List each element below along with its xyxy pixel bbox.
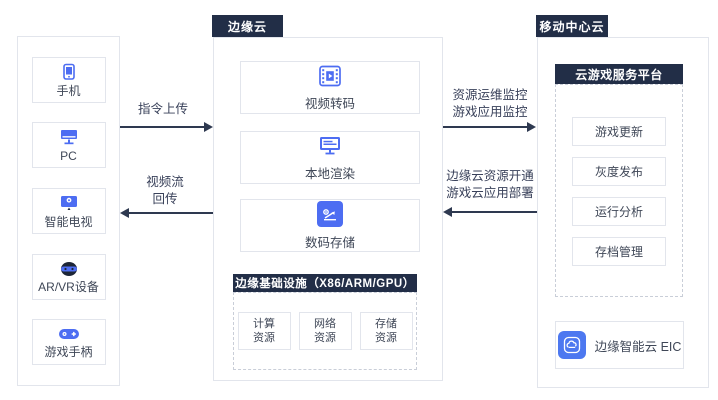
- resource-label-line1: 计算: [253, 318, 275, 330]
- cloud-game-platform-bar: 云游戏服务平台: [555, 64, 683, 84]
- platform-card-label: 运行分析: [594, 205, 643, 219]
- arrow-label-provisioning: 边缘云资源开通 游戏云应用部署: [437, 168, 543, 202]
- service-label: 本地渲染: [304, 166, 355, 181]
- device-card-gamepad: 游戏手柄: [31, 319, 106, 366]
- platform-card-label: 游戏更新: [594, 125, 643, 139]
- cloud-game-platform-container: 游戏更新 灰度发布 运行分析 存档管理: [555, 84, 683, 297]
- service-card-local-render: 本地渲染: [240, 131, 420, 184]
- arrow-label-line2: 游戏应用监控: [452, 105, 528, 119]
- resource-label-line2: 资源: [253, 332, 275, 344]
- central-cloud-panel: 云游戏服务平台 游戏更新 灰度发布 运行分析 存档管理 边缘智能云 EIC: [537, 37, 709, 388]
- arrow-label-monitoring: 资源运维监控 游戏应用监控: [437, 87, 543, 121]
- device-card-smart-tv: 智能电视: [31, 187, 106, 234]
- local-render-icon: [317, 134, 343, 158]
- platform-card-archive-management: 存档管理: [572, 237, 666, 266]
- resource-card-network: 网络 资源: [298, 312, 352, 350]
- digital-storage-icon: [317, 200, 343, 227]
- service-card-video-transcode: 视频转码: [240, 61, 420, 114]
- phone-icon: [59, 62, 79, 82]
- resource-card-storage: 存储 资源: [359, 312, 413, 350]
- arrow-label-line2: 回传: [152, 192, 178, 206]
- arrow-label-command-upload: 指令上传: [137, 102, 188, 116]
- central-cloud-title-badge: 移动中心云: [536, 15, 608, 37]
- devices-panel: 手机 PC 智能电视 AR/VR设备 游戏手柄: [17, 36, 120, 386]
- device-label: AR/VR设备: [38, 279, 99, 294]
- arrow-monitoring: [443, 126, 528, 128]
- service-card-digital-storage: 数码存储: [240, 199, 420, 252]
- resource-label-line1: 存储: [375, 318, 397, 330]
- edge-cloud-title: 边缘云: [227, 19, 267, 34]
- resource-label-line2: 资源: [314, 332, 336, 344]
- arrowhead-right-icon: [527, 122, 536, 132]
- eic-cloud-icon: [557, 331, 586, 359]
- platform-card-run-analysis: 运行分析: [572, 197, 666, 226]
- platform-card-label: 灰度发布: [594, 165, 643, 179]
- resource-label-line2: 资源: [375, 332, 397, 344]
- service-label: 数码存储: [304, 235, 355, 250]
- device-card-phone: 手机: [31, 56, 106, 103]
- arrow-label-line2: 游戏云应用部署: [446, 186, 534, 200]
- arrow-label-line1: 边缘云资源开通: [446, 169, 534, 183]
- device-label: 游戏手柄: [44, 345, 93, 360]
- edge-cloud-title-badge: 边缘云: [212, 15, 283, 37]
- device-label: 智能电视: [44, 214, 93, 229]
- platform-card-game-update: 游戏更新: [572, 117, 666, 146]
- cloud-game-platform-title: 云游戏服务平台: [575, 67, 663, 82]
- device-label: 手机: [56, 83, 81, 98]
- central-cloud-title: 移动中心云: [539, 19, 605, 34]
- video-transcode-icon: [317, 64, 343, 88]
- arrow-label-video-return: 视频流 回传: [120, 174, 210, 208]
- arrow-video-return: [128, 212, 213, 214]
- vr-headset-icon: [58, 260, 80, 278]
- edge-cloud-panel: 视频转码 本地渲染 数码存储 边缘基础设施（X86/ARM/GPU） 计算 资源…: [213, 37, 443, 381]
- edge-infrastructure-title: 边缘基础设施（X86/ARM/GPU）: [235, 278, 415, 290]
- device-card-ar-vr: AR/VR设备: [31, 253, 106, 300]
- resource-label-line1: 网络: [314, 318, 336, 330]
- edge-infrastructure-container: 计算 资源 网络 资源 存储 资源: [233, 292, 417, 370]
- gamepad-icon: [57, 325, 81, 343]
- arrow-provisioning: [452, 211, 537, 213]
- arrow-label-line1: 视频流: [146, 175, 184, 189]
- resource-card-compute: 计算 资源: [237, 312, 291, 350]
- device-card-pc: PC: [31, 122, 106, 169]
- arrow-command-upload: [120, 126, 205, 128]
- platform-card-gray-release: 灰度发布: [572, 157, 666, 186]
- arrowhead-right-icon: [204, 122, 213, 132]
- edge-infrastructure-bar: 边缘基础设施（X86/ARM/GPU）: [233, 274, 417, 292]
- service-label: 视频转码: [304, 96, 355, 111]
- arrowhead-left-icon: [120, 208, 129, 218]
- eic-label: 边缘智能云 EIC: [594, 339, 682, 354]
- smart-tv-icon: [58, 193, 80, 213]
- platform-card-label: 存档管理: [594, 245, 643, 259]
- pc-icon: [58, 127, 80, 147]
- arrow-label-line1: 资源运维监控: [452, 88, 528, 102]
- eic-card: 边缘智能云 EIC: [555, 321, 684, 369]
- arrowhead-left-icon: [443, 207, 452, 217]
- device-label: PC: [60, 149, 77, 164]
